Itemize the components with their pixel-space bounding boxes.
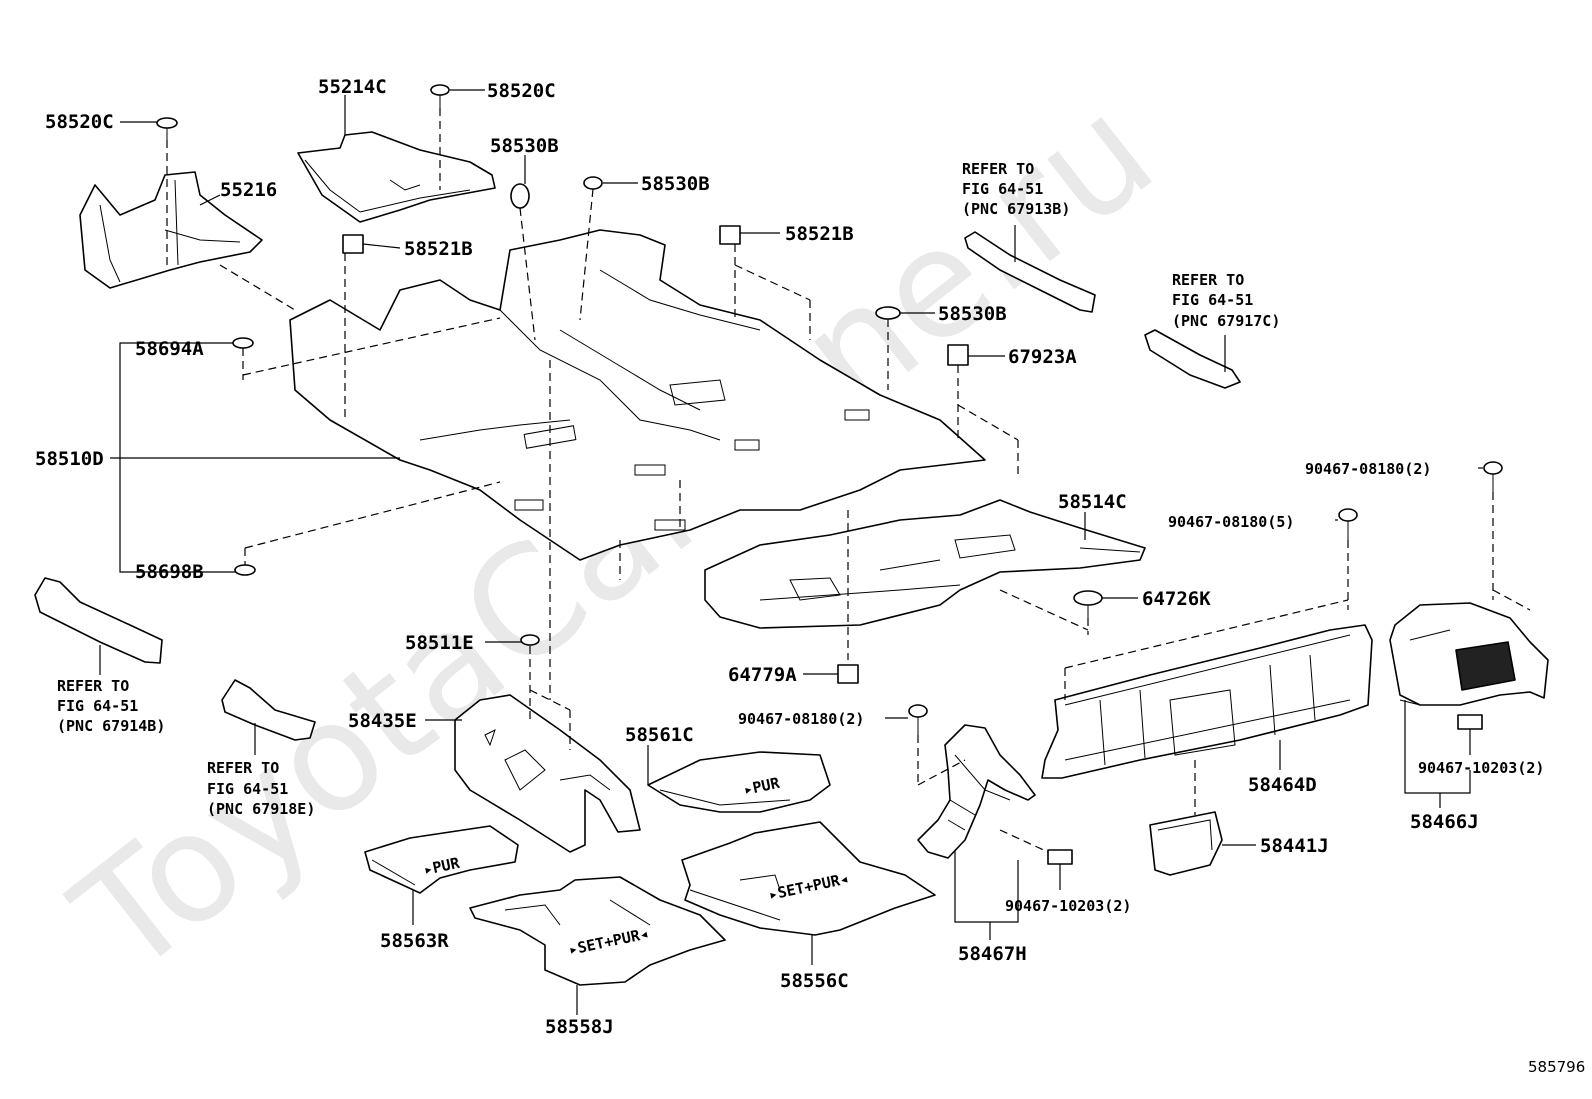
label-58530b-a[interactable]: 58530B: [490, 135, 559, 157]
svg-text:REFER TO: REFER TO: [57, 677, 129, 695]
label-58467h[interactable]: 58467H: [958, 943, 1027, 965]
insulator-55214c[interactable]: [297, 131, 496, 223]
mat-58514c[interactable]: [704, 499, 1146, 629]
label-58464d[interactable]: 58464D: [1248, 774, 1317, 796]
label-64726k[interactable]: 64726K: [1142, 588, 1211, 610]
label-58435e[interactable]: 58435E: [348, 710, 417, 732]
svg-text:FIG 64-51: FIG 64-51: [962, 180, 1043, 198]
label-58530b-b[interactable]: 58530B: [641, 173, 710, 195]
label-58698b[interactable]: 58698B: [135, 561, 204, 583]
insulator-55216[interactable]: [79, 171, 263, 289]
cover-58441j[interactable]: [1149, 811, 1223, 876]
label-58558j[interactable]: 58558J: [545, 1016, 614, 1038]
drawing-number: 585796: [1528, 1058, 1585, 1076]
label-58466j[interactable]: 58466J: [1410, 811, 1479, 833]
refer-part-67917c[interactable]: [1144, 329, 1241, 389]
floor-mat-58556c[interactable]: ▸SET+PUR◂: [681, 821, 936, 936]
label-58521b-b[interactable]: 58521B: [785, 223, 854, 245]
label-58563r[interactable]: 58563R: [380, 930, 449, 952]
refer-part-67913b[interactable]: [964, 231, 1096, 313]
label-58561c[interactable]: 58561C: [625, 724, 694, 746]
floor-mat-58563r[interactable]: ▸PUR: [364, 825, 519, 894]
label-58520c-top[interactable]: 58520C: [487, 80, 556, 102]
label-58530b-c[interactable]: 58530B: [938, 303, 1007, 325]
label-55216[interactable]: 55216: [220, 179, 277, 201]
label-67923a[interactable]: 67923A: [1008, 346, 1077, 368]
insulator-58435e[interactable]: [454, 694, 641, 853]
svg-text:(PNC 67913B): (PNC 67913B): [962, 200, 1070, 218]
floor-carpet-58510d[interactable]: [289, 229, 986, 561]
svg-text:FIG 64-51: FIG 64-51: [57, 697, 138, 715]
label-58511e[interactable]: 58511E: [405, 632, 474, 654]
label-58520c-left[interactable]: 58520C: [45, 111, 114, 133]
trim-58467h[interactable]: [917, 724, 1036, 859]
refer-note-67918e[interactable]: REFER TO FIG 64-51 (PNC 67918E): [207, 759, 315, 818]
refer-note-67914b[interactable]: REFER TO FIG 64-51 (PNC 67914B): [57, 677, 165, 735]
label-clip-90467-10203-a[interactable]: 90467-10203(2): [1005, 897, 1131, 915]
svg-text:(PNC 67914B): (PNC 67914B): [57, 717, 165, 735]
refer-part-67914b[interactable]: [34, 577, 163, 664]
svg-text:REFER TO: REFER TO: [207, 759, 279, 777]
label-64779a[interactable]: 64779A: [728, 664, 797, 686]
part-labels: 55214C 58520C 58520C 55216 58530B 58530B…: [35, 76, 1544, 1038]
label-clip-90467-10203-b[interactable]: 90467-10203(2): [1418, 759, 1544, 777]
assembly-lines: [166, 108, 1531, 853]
svg-text:FIG 64-51: FIG 64-51: [207, 780, 288, 798]
label-bolt-90467-08180-a[interactable]: 90467-08180(2): [1305, 460, 1431, 478]
refer-note-67917c[interactable]: REFER TO FIG 64-51 (PNC 67917C): [1172, 271, 1280, 330]
clip-icon: [156, 84, 1503, 865]
refer-note-67913b[interactable]: REFER TO FIG 64-51 (PNC 67913B): [962, 160, 1070, 218]
leader-lines: [99, 89, 1483, 1015]
label-58556c[interactable]: 58556C: [780, 970, 849, 992]
label-58441j[interactable]: 58441J: [1260, 835, 1329, 857]
trim-58466j[interactable]: [1389, 602, 1549, 706]
floor-mat-58558j[interactable]: ▸SET+PUR◂: [469, 876, 726, 986]
svg-text:(PNC 67917C): (PNC 67917C): [1172, 312, 1280, 330]
label-58694a[interactable]: 58694A: [135, 338, 204, 360]
trim-58464d[interactable]: [1041, 624, 1373, 779]
label-58510d[interactable]: 58510D: [35, 448, 104, 470]
svg-text:REFER TO: REFER TO: [1172, 271, 1244, 289]
label-bolt-90467-08180-b[interactable]: 90467-08180(5): [1168, 513, 1294, 531]
svg-text:REFER TO: REFER TO: [962, 160, 1034, 178]
label-58514c[interactable]: 58514C: [1058, 491, 1127, 513]
svg-text:FIG 64-51: FIG 64-51: [1172, 291, 1253, 309]
label-55214c[interactable]: 55214C: [318, 76, 387, 98]
label-58521b-a[interactable]: 58521B: [404, 238, 473, 260]
label-bolt-90467-08180-c[interactable]: 90467-08180(2): [738, 710, 864, 728]
floor-mat-58561c[interactable]: ▸PUR: [647, 751, 831, 813]
svg-text:(PNC 67918E): (PNC 67918E): [207, 800, 315, 818]
refer-part-67918e[interactable]: [221, 679, 316, 741]
